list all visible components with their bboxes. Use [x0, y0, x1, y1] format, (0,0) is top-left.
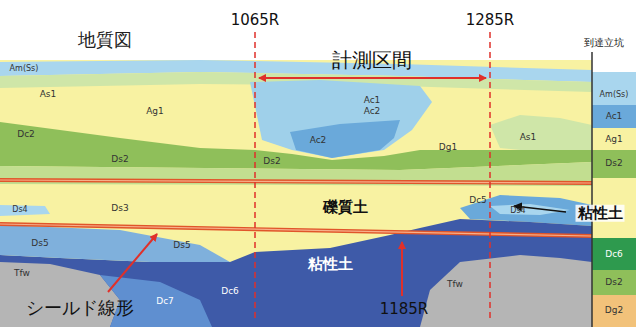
- layer-code: Am(Ss): [600, 91, 629, 100]
- layer-code: Ac1: [606, 112, 623, 122]
- layer-code: Ac2: [310, 136, 327, 146]
- layer-code: Ds5: [31, 239, 48, 249]
- layer-code: Ag1: [605, 135, 623, 145]
- layer-code: Ds5: [173, 241, 190, 251]
- layer-code: Ds2: [111, 155, 128, 165]
- layer-code: Dc5: [469, 196, 487, 206]
- layer-code: Dc7: [156, 297, 174, 307]
- layer-code: Ds4: [510, 207, 525, 216]
- layer-code: Dc6: [221, 287, 239, 297]
- shield-alignment-label: シールド線形: [26, 298, 134, 318]
- layer-code: Ag1: [146, 107, 164, 117]
- layer-code: Ac2: [364, 107, 381, 117]
- layer-code: Ds4: [12, 206, 27, 215]
- layer-code: Ds2: [605, 278, 622, 288]
- soil-type-label: 粘性土: [308, 256, 353, 273]
- layer-code: Ds2: [263, 157, 280, 167]
- soil-type-label: 粘性土: [576, 205, 625, 222]
- layer-code: Tfw: [14, 269, 30, 279]
- layer-code: Dg1: [439, 143, 457, 153]
- layer-code: Ac1: [364, 96, 381, 106]
- layer-code: Dc6: [605, 250, 623, 260]
- layer-code: As1: [520, 133, 537, 143]
- diagram-title: 地質図: [78, 30, 132, 50]
- station-label: 1185R: [380, 301, 429, 318]
- soil-type-label: 礫質土: [323, 199, 368, 216]
- layer-code: Am(Ss): [10, 65, 39, 74]
- layer-code: Ds3: [111, 204, 128, 214]
- layer-code: As1: [40, 90, 57, 100]
- layer-code: Tfw: [447, 280, 463, 290]
- layer-code: Ds2: [605, 159, 622, 169]
- shaft-label: 到達立坑: [584, 37, 624, 48]
- station-label: 1285R: [466, 12, 515, 29]
- station-label: 1065R: [231, 12, 280, 29]
- layer-code: Dg2: [605, 306, 623, 316]
- interval-label: 計測区間: [332, 49, 412, 71]
- layer-code: Dc2: [17, 130, 35, 140]
